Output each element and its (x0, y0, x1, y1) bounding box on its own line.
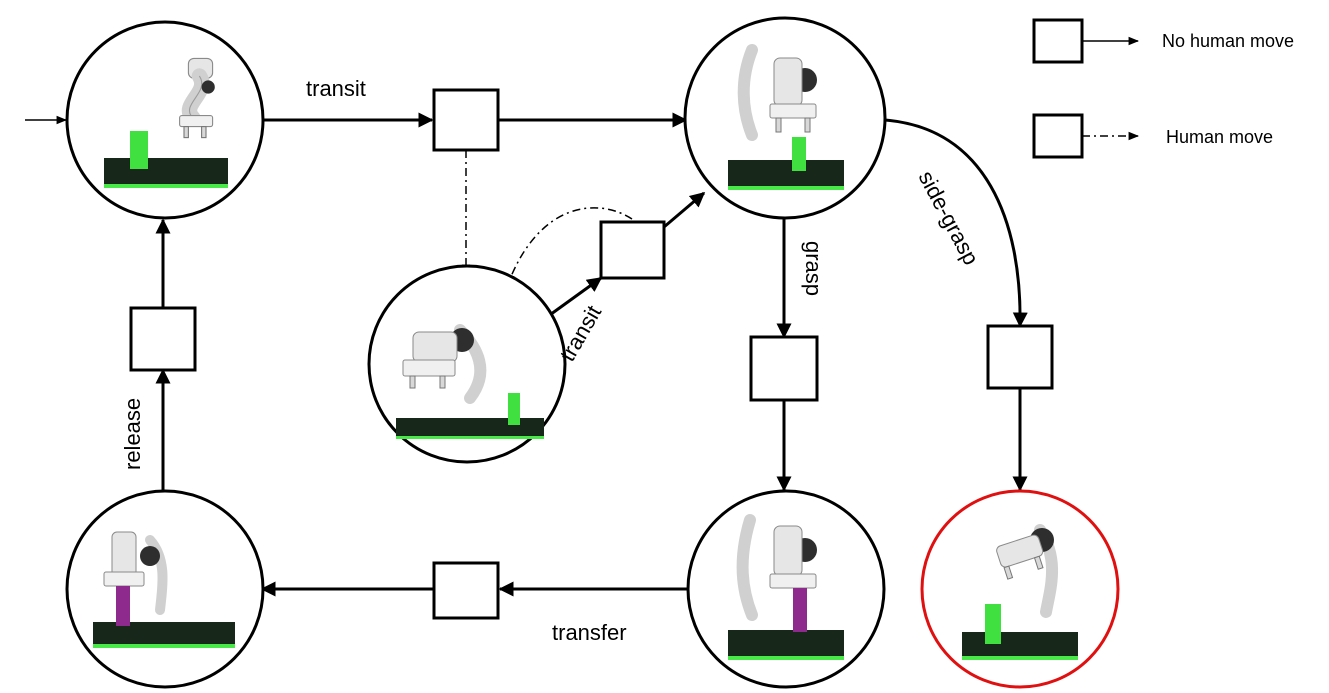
purple-block (116, 586, 130, 626)
state-failure (920, 489, 1120, 689)
decision-box-release (129, 306, 197, 372)
edge-label-transfer: transfer (552, 620, 627, 645)
legend-label-no-human-move: No human move (1162, 31, 1294, 51)
legend-box-no-human-move (1032, 18, 1084, 64)
edge-side-grasp (884, 118, 1028, 492)
decision-box-side-grasp (986, 324, 1054, 390)
edge-label-release: release (120, 398, 145, 470)
legend-box-human-move (1032, 113, 1084, 159)
edge-label-grasp: grasp (801, 241, 826, 296)
green-block (130, 131, 148, 169)
state-placed (65, 489, 265, 689)
state-start (65, 20, 265, 220)
edge-label-transit-mid: transit (555, 301, 607, 365)
legend-label-human-move: Human move (1166, 127, 1273, 147)
green-block (508, 393, 520, 425)
edge-label-side-grasp: side-grasp (914, 167, 984, 269)
green-block (985, 604, 1001, 644)
legend: No human move Human move (1032, 18, 1294, 159)
green-block (792, 137, 806, 171)
edge-transit-mid (546, 191, 706, 319)
edge-label-transit-top: transit (306, 76, 366, 101)
state-grasped (686, 489, 886, 689)
state-pre-grasp (683, 16, 887, 220)
state-human-perturbed (367, 264, 567, 464)
purple-block (793, 588, 807, 632)
decision-box-transfer (432, 561, 500, 620)
decision-box-grasp (749, 335, 819, 402)
decision-box-mid (599, 220, 666, 280)
decision-box-top (432, 88, 500, 152)
edge-human-move-back (507, 207, 633, 285)
